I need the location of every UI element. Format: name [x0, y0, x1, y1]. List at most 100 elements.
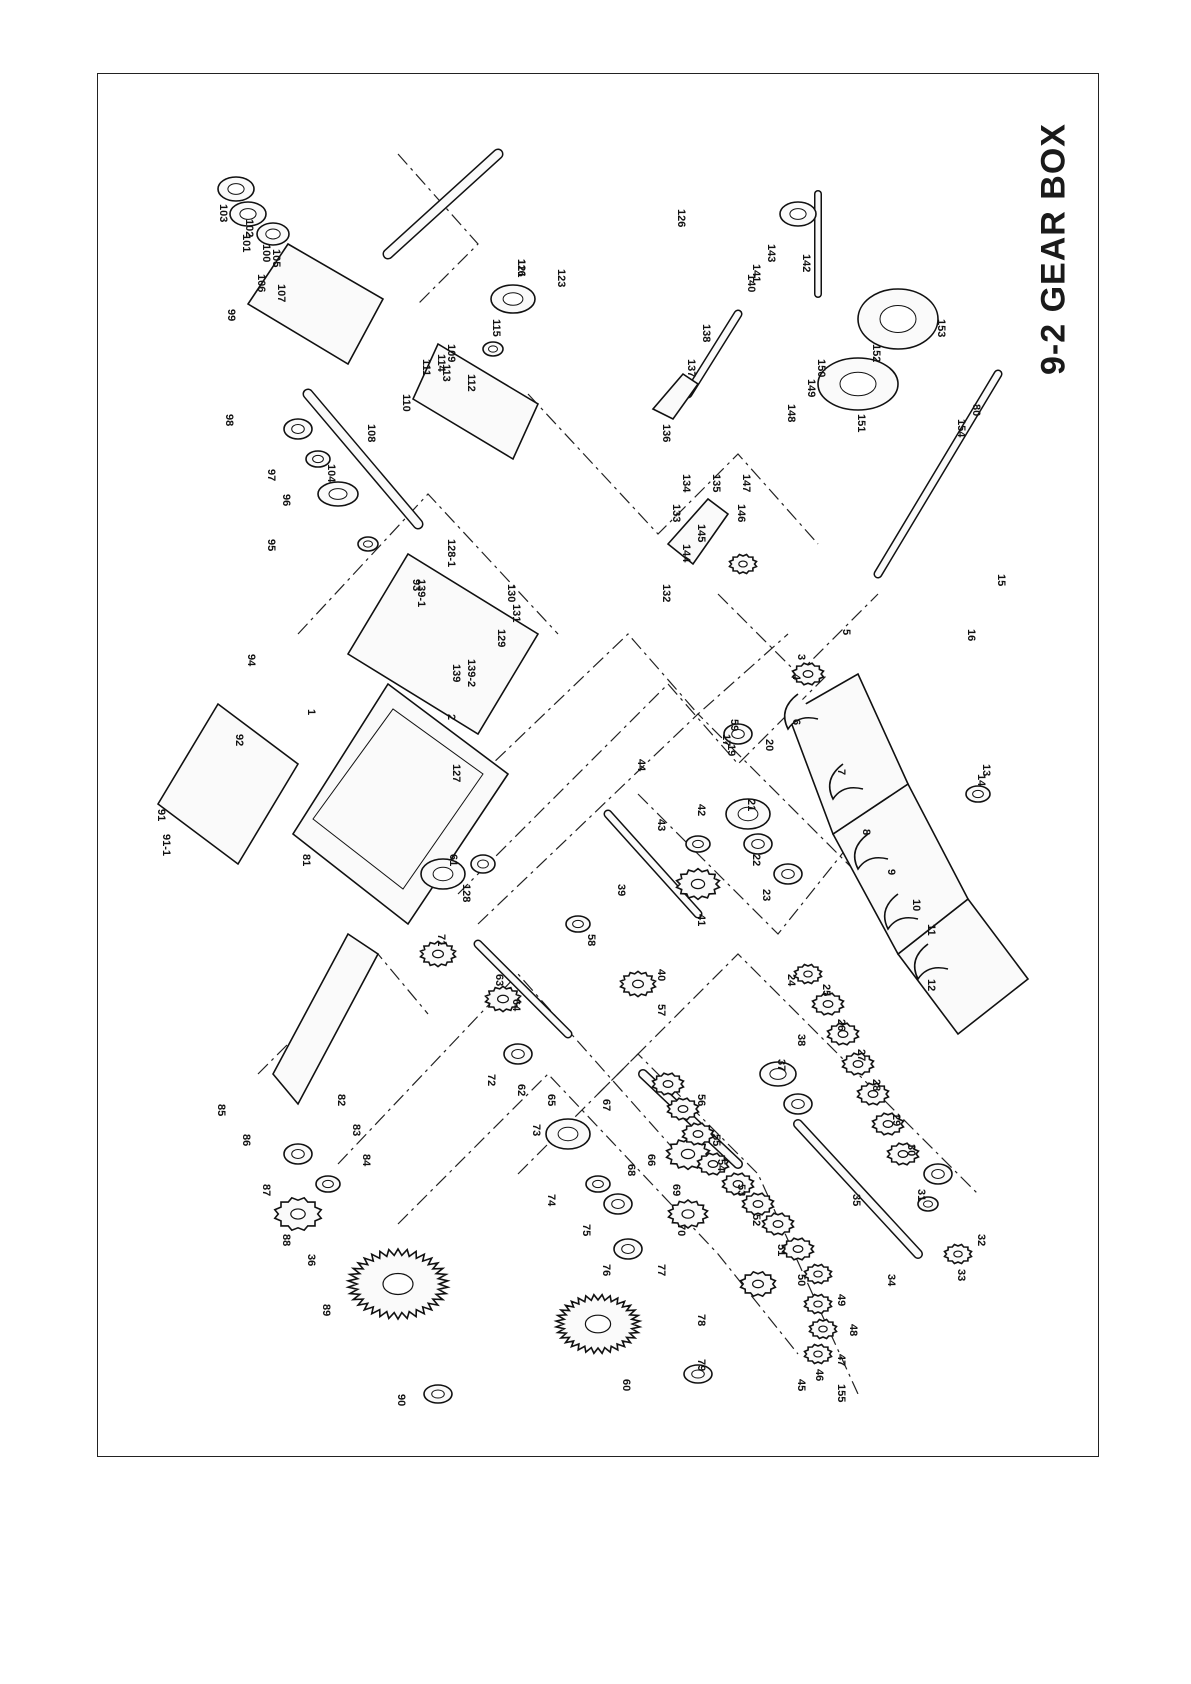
nut-112-hole: [488, 345, 498, 353]
part-callout-81: 81: [300, 854, 312, 866]
gear-57-bore: [631, 979, 644, 989]
gear-89-bore: [382, 1272, 414, 1296]
assembly-guide-line-5: [517, 1053, 859, 1395]
part-callout-143: 143: [765, 244, 777, 262]
part-callout-90: 90: [395, 1394, 407, 1406]
part-callout-44: 44: [635, 759, 647, 772]
part-callout-36: 36: [305, 1254, 317, 1266]
bearing-23-hole: [781, 869, 795, 879]
part-callout-26: 26: [835, 1019, 847, 1031]
shift-fork-2: [853, 833, 889, 871]
handwheel-152-hole: [879, 305, 917, 333]
part-callout-4: 4: [790, 674, 802, 681]
gear-70-bore: [681, 1209, 695, 1219]
part-callout-109: 109: [445, 344, 457, 362]
handwheel-148-hole: [839, 371, 877, 397]
collar-58-hole: [572, 919, 584, 929]
gear-69-bore: [680, 1148, 696, 1160]
gear-54-bore: [692, 1130, 704, 1138]
part-callout-25: 25: [820, 984, 832, 996]
part-callout-1: 1: [305, 709, 317, 715]
part-callout-146: 146: [735, 504, 747, 522]
part-callout-6: 6: [790, 719, 802, 725]
shaft-16-body: [875, 371, 1001, 577]
part-callout-142: 142: [800, 254, 812, 272]
bearing-62-hole: [511, 1049, 525, 1059]
ring-90-hole: [431, 1389, 445, 1399]
part-callout-127: 127: [450, 764, 462, 782]
part-callout-39: 39: [615, 884, 627, 896]
part-callout-55: 55: [710, 1134, 722, 1146]
part-callout-103: 103: [217, 204, 229, 222]
part-callout-116: 116: [515, 259, 527, 277]
part-callout-99: 99: [225, 309, 237, 321]
part-callout-16: 16: [965, 629, 977, 641]
part-callout-123: 123: [555, 269, 567, 287]
part-callout-58: 58: [585, 934, 597, 946]
seal-103-hole: [227, 183, 245, 195]
part-callout-89: 89: [320, 1304, 332, 1316]
gear-56-bore: [662, 1080, 674, 1088]
part-callout-56: 56: [695, 1094, 707, 1106]
part-callout-135: 135: [710, 474, 722, 492]
part-callout-70: 70: [675, 1224, 687, 1236]
part-callout-23: 23: [760, 889, 772, 901]
ring-32-hole: [923, 1200, 933, 1208]
worm-95-hole: [363, 540, 373, 548]
part-callout-110: 110: [400, 394, 412, 412]
part-callout-93: 93: [410, 579, 422, 591]
part-callout-52: 52: [750, 1214, 762, 1226]
part-callout-134: 134: [680, 474, 692, 493]
page-title: 9-2 GEAR BOX: [1034, 123, 1073, 375]
assembly-guide-line-4: [397, 1073, 799, 1355]
knob-115-hole: [502, 292, 524, 306]
part-callout-140: 140: [745, 274, 757, 292]
part-callout-115: 115: [490, 319, 502, 337]
part-callout-149: 149: [805, 379, 817, 397]
shift-fork-4: [913, 943, 949, 981]
part-callout-84: 84: [360, 1154, 372, 1167]
assembly-guide-line-10: [297, 493, 559, 635]
part-callout-9: 9: [885, 869, 897, 875]
bearing-76-hole: [265, 228, 281, 240]
part-callout-154: 154: [955, 419, 967, 438]
part-callout-126: 126: [675, 209, 687, 227]
gear-28-bore: [867, 1090, 879, 1098]
knob-142-hole: [789, 208, 807, 220]
ring-88-hole: [322, 1179, 334, 1189]
part-callout-48: 48: [847, 1324, 859, 1336]
assembly-guide-line-0: [397, 633, 789, 855]
part-callout-72: 72: [485, 1074, 497, 1086]
part-callout-14: 14: [975, 774, 987, 787]
part-callout-101: 101: [240, 234, 252, 252]
part-callout-133: 133: [670, 504, 682, 522]
title-area: 9-2 GEAR BOX: [1024, 84, 1084, 414]
bush-97-hole: [312, 454, 324, 464]
part-callout-76: 76: [600, 1264, 612, 1276]
shift-fork-1: [828, 763, 864, 801]
bearing-bracket-99: [246, 242, 385, 366]
part-callout-40: 40: [655, 969, 667, 981]
part-callout-53: 53: [735, 1184, 747, 1196]
part-callout-62: 62: [515, 1084, 527, 1096]
bearing-36c-hole: [791, 1099, 805, 1109]
part-callout-97: 97: [265, 469, 277, 481]
part-callout-129: 129: [495, 629, 507, 647]
part-callout-57: 57: [655, 1004, 667, 1016]
bush-60-hole: [477, 859, 489, 869]
part-callout-105: 105: [270, 249, 282, 267]
gear-45-bore: [813, 1350, 823, 1358]
part-callout-65: 65: [545, 1094, 557, 1106]
part-callout-150: 150: [815, 359, 827, 377]
gear-33-bore: [953, 1250, 963, 1258]
part-callout-152: 152: [870, 344, 882, 362]
part-callout-19: 19: [725, 744, 737, 756]
gear-50-bore: [772, 1220, 784, 1228]
part-callout-94: 94: [245, 654, 257, 667]
gear-53-bore: [707, 1160, 719, 1168]
part-callout-138: 138: [700, 324, 712, 342]
selector-housing-110: [411, 342, 540, 461]
part-callout-100: 100: [260, 244, 272, 262]
lever-132: [666, 497, 730, 566]
